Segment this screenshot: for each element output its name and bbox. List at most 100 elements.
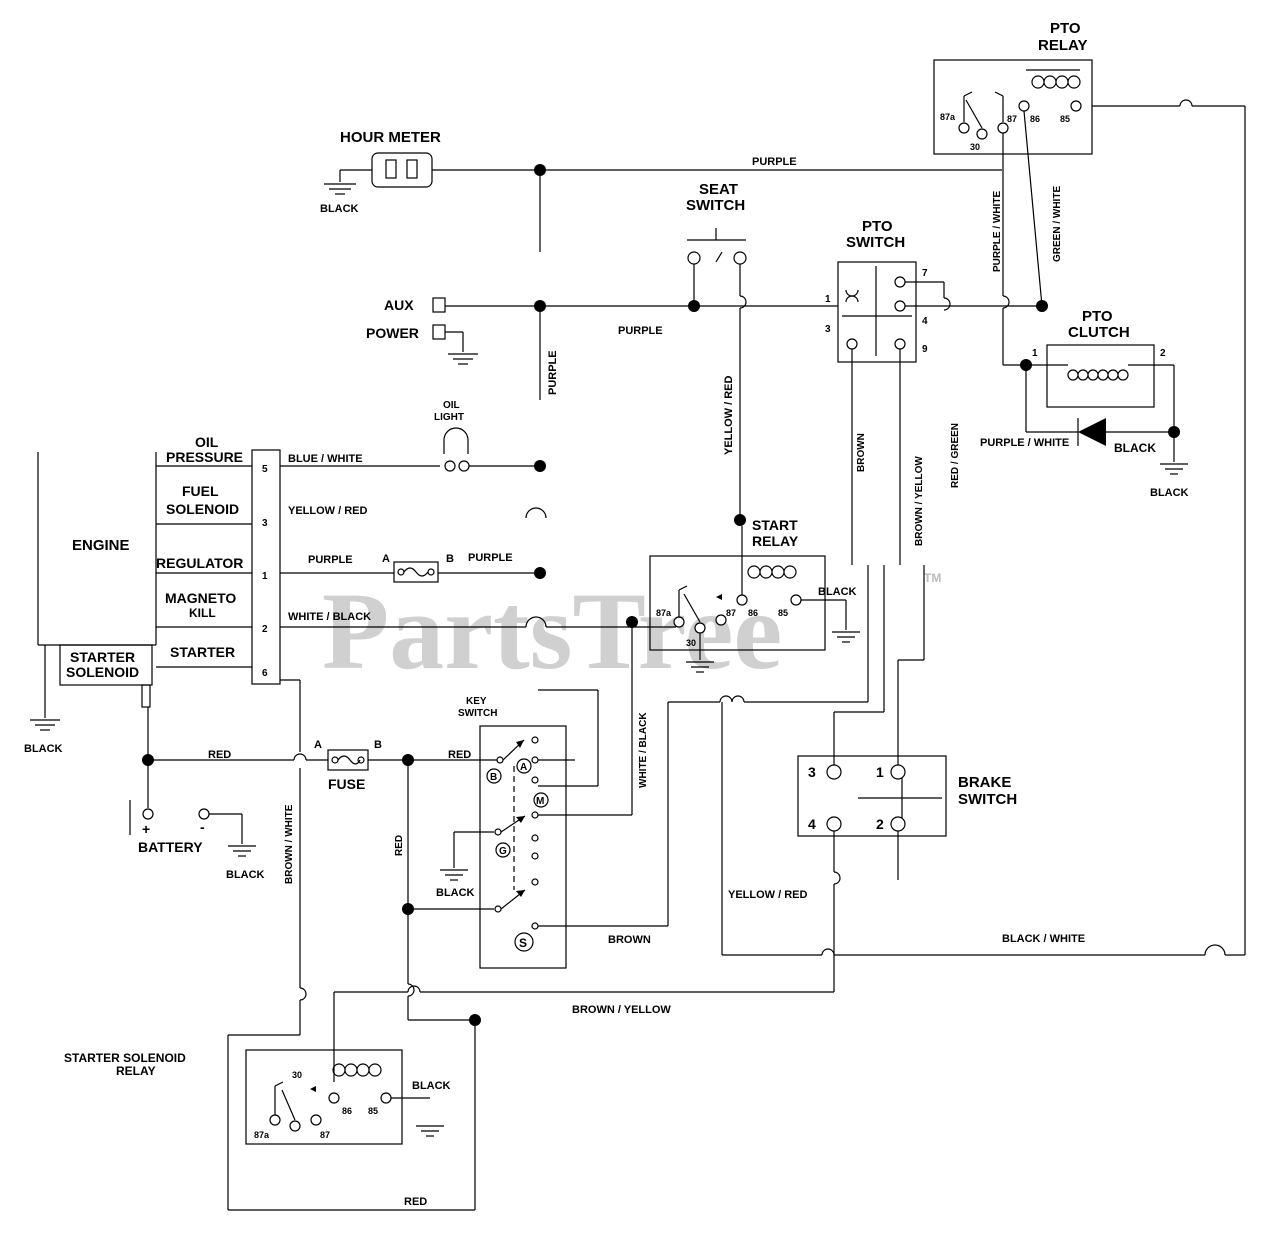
start-relay-pin-87: 87 bbox=[726, 608, 736, 618]
main-fuse-terminal-a: A bbox=[314, 739, 322, 751]
wire-label-purple-regulator: PURPLE bbox=[308, 554, 353, 566]
starter-label: STARTER bbox=[170, 644, 235, 660]
wire-label-purple-regulator-2: PURPLE bbox=[468, 552, 513, 564]
wire-label-black-white: BLACK / WHITE bbox=[1002, 933, 1085, 945]
start-relay-label-2: RELAY bbox=[752, 533, 799, 549]
brake-pin-4: 4 bbox=[808, 816, 816, 832]
brake-pin-1: 1 bbox=[876, 764, 884, 780]
engine-pin-2: 2 bbox=[262, 624, 268, 635]
wire-label-yellow-red-seat: YELLOW / RED bbox=[723, 376, 735, 456]
wire-label-purple-white-clutch: PURPLE / WHITE bbox=[980, 437, 1069, 449]
pto-clutch-label-2: CLUTCH bbox=[1068, 324, 1130, 341]
start-relay-pin-85: 85 bbox=[778, 608, 788, 618]
pto-switch-label-2: SWITCH bbox=[846, 234, 905, 251]
starter-solenoid-label-2: SOLENOID bbox=[66, 664, 139, 680]
ssr-pin-30: 30 bbox=[292, 1070, 302, 1080]
starter-solenoid-relay-label-1: STARTER SOLENOID bbox=[64, 1051, 186, 1065]
starter-solenoid-relay bbox=[245, 1049, 444, 1145]
starter-solenoid-label-1: STARTER bbox=[70, 649, 135, 665]
starter-solenoid-ground-label: BLACK bbox=[24, 743, 63, 755]
seat-switch-label-1: SEAT bbox=[699, 181, 738, 198]
battery-plus: + bbox=[142, 821, 150, 837]
pto-switch-pin-3: 3 bbox=[825, 324, 831, 335]
fuse-reg-terminal-a: A bbox=[382, 553, 390, 565]
brake-switch bbox=[797, 755, 947, 837]
wire-label-brown-pto: BROWN bbox=[856, 433, 867, 472]
pto-switch-pin-4: 4 bbox=[922, 316, 928, 327]
fuel-solenoid-label-1: FUEL bbox=[182, 483, 219, 499]
start-relay-black-label: BLACK bbox=[818, 586, 857, 598]
starter-solenoid-relay-label-2: RELAY bbox=[116, 1064, 156, 1078]
brake-pin-2: 2 bbox=[876, 816, 884, 832]
pto-relay-pin-87a: 87a bbox=[940, 112, 956, 122]
battery-ground-label: BLACK bbox=[226, 869, 265, 881]
wire-label-brown-yellow-bottom: BROWN / YELLOW bbox=[572, 1004, 671, 1016]
key-terminal-g: G bbox=[499, 846, 507, 857]
pto-clutch-pin-1: 1 bbox=[1032, 348, 1038, 359]
starter-solenoid bbox=[59, 644, 153, 686]
start-relay-pin-86: 86 bbox=[748, 608, 758, 618]
wire-label-white-black-key: WHITE / BLACK bbox=[638, 712, 649, 788]
wire-label-purple-aux: PURPLE bbox=[618, 325, 663, 337]
power-terminal bbox=[432, 324, 446, 340]
brake-switch-label-2: SWITCH bbox=[958, 791, 1017, 808]
pto-clutch-pin-2: 2 bbox=[1160, 348, 1166, 359]
wire-label-yellow-red-brake: YELLOW / RED bbox=[728, 889, 808, 901]
wire-label-white-black-engine: WHITE / BLACK bbox=[288, 611, 371, 623]
fuse-reg-terminal-b: B bbox=[446, 553, 454, 565]
ssr-black-label: BLACK bbox=[412, 1080, 451, 1092]
wire-label-purple-vertical: PURPLE bbox=[547, 350, 559, 395]
key-switch-label-1: KEY bbox=[466, 696, 487, 707]
aux-label: AUX bbox=[384, 297, 414, 313]
oil-light bbox=[443, 427, 546, 472]
wire-label-brown-white: BROWN / WHITE bbox=[284, 804, 295, 884]
wire-label-blue-white: BLUE / WHITE bbox=[288, 453, 363, 465]
hour-meter-label: HOUR METER bbox=[340, 129, 441, 146]
start-relay-pin-87a: 87a bbox=[656, 608, 672, 618]
fuse-label: FUSE bbox=[328, 776, 365, 792]
battery-minus: - bbox=[200, 819, 205, 835]
key-terminal-s: S bbox=[519, 936, 527, 950]
ssr-pin-87a: 87a bbox=[254, 1130, 270, 1140]
key-terminal-a: A bbox=[520, 762, 527, 773]
oil-pressure-label-2: PRESSURE bbox=[166, 449, 243, 465]
wire-label-black-clutch: BLACK bbox=[1114, 441, 1156, 455]
battery bbox=[129, 760, 256, 857]
magneto-kill-label-2: KILL bbox=[189, 606, 216, 620]
pto-switch-pin-1: 1 bbox=[825, 294, 831, 305]
oil-light-label-2: LIGHT bbox=[434, 412, 464, 423]
hour-meter-ground-label: BLACK bbox=[320, 203, 359, 215]
magneto-kill-label-1: MAGNETO bbox=[165, 590, 236, 606]
seat-switch bbox=[687, 228, 747, 526]
seat-switch-label-2: SWITCH bbox=[686, 197, 745, 214]
key-switch-label-2: SWITCH bbox=[458, 708, 497, 719]
key-terminal-m: M bbox=[536, 796, 544, 807]
ssr-pin-86: 86 bbox=[342, 1106, 352, 1116]
wire-label-brown-yellow-pto: BROWN / YELLOW bbox=[914, 456, 925, 546]
aux-terminal bbox=[432, 297, 446, 313]
pto-relay bbox=[933, 59, 1093, 155]
engine-pin-1: 1 bbox=[262, 571, 268, 582]
engine-label: ENGINE bbox=[72, 537, 130, 554]
engine-pin-6: 6 bbox=[262, 668, 268, 679]
wire-label-red-battery: RED bbox=[208, 749, 231, 761]
wire-label-red-green: RED / GREEN bbox=[950, 423, 961, 488]
brake-switch-label-1: BRAKE bbox=[958, 774, 1011, 791]
regulator-label: REGULATOR bbox=[156, 555, 243, 571]
pto-relay-pin-85: 85 bbox=[1060, 114, 1070, 124]
pto-clutch bbox=[1020, 344, 1188, 475]
main-fuse-terminal-b: B bbox=[374, 739, 382, 751]
wire-label-green-white: GREEN / WHITE bbox=[1052, 186, 1063, 262]
brake-pin-3: 3 bbox=[808, 764, 816, 780]
key-terminal-b: B bbox=[490, 772, 497, 783]
wire-label-yellow-red-engine: YELLOW / RED bbox=[288, 505, 368, 517]
hour-meter bbox=[324, 152, 540, 195]
pto-switch-pin-9: 9 bbox=[922, 344, 928, 355]
pto-clutch-label-1: PTO bbox=[1082, 308, 1113, 325]
oil-pressure-label-1: OIL bbox=[195, 434, 219, 450]
start-relay bbox=[649, 555, 860, 673]
fuel-solenoid-label-2: SOLENOID bbox=[166, 501, 239, 517]
wire-label-purple-white-relay: PURPLE / WHITE bbox=[992, 191, 1003, 272]
wire-label-purple-top: PURPLE bbox=[752, 156, 797, 168]
